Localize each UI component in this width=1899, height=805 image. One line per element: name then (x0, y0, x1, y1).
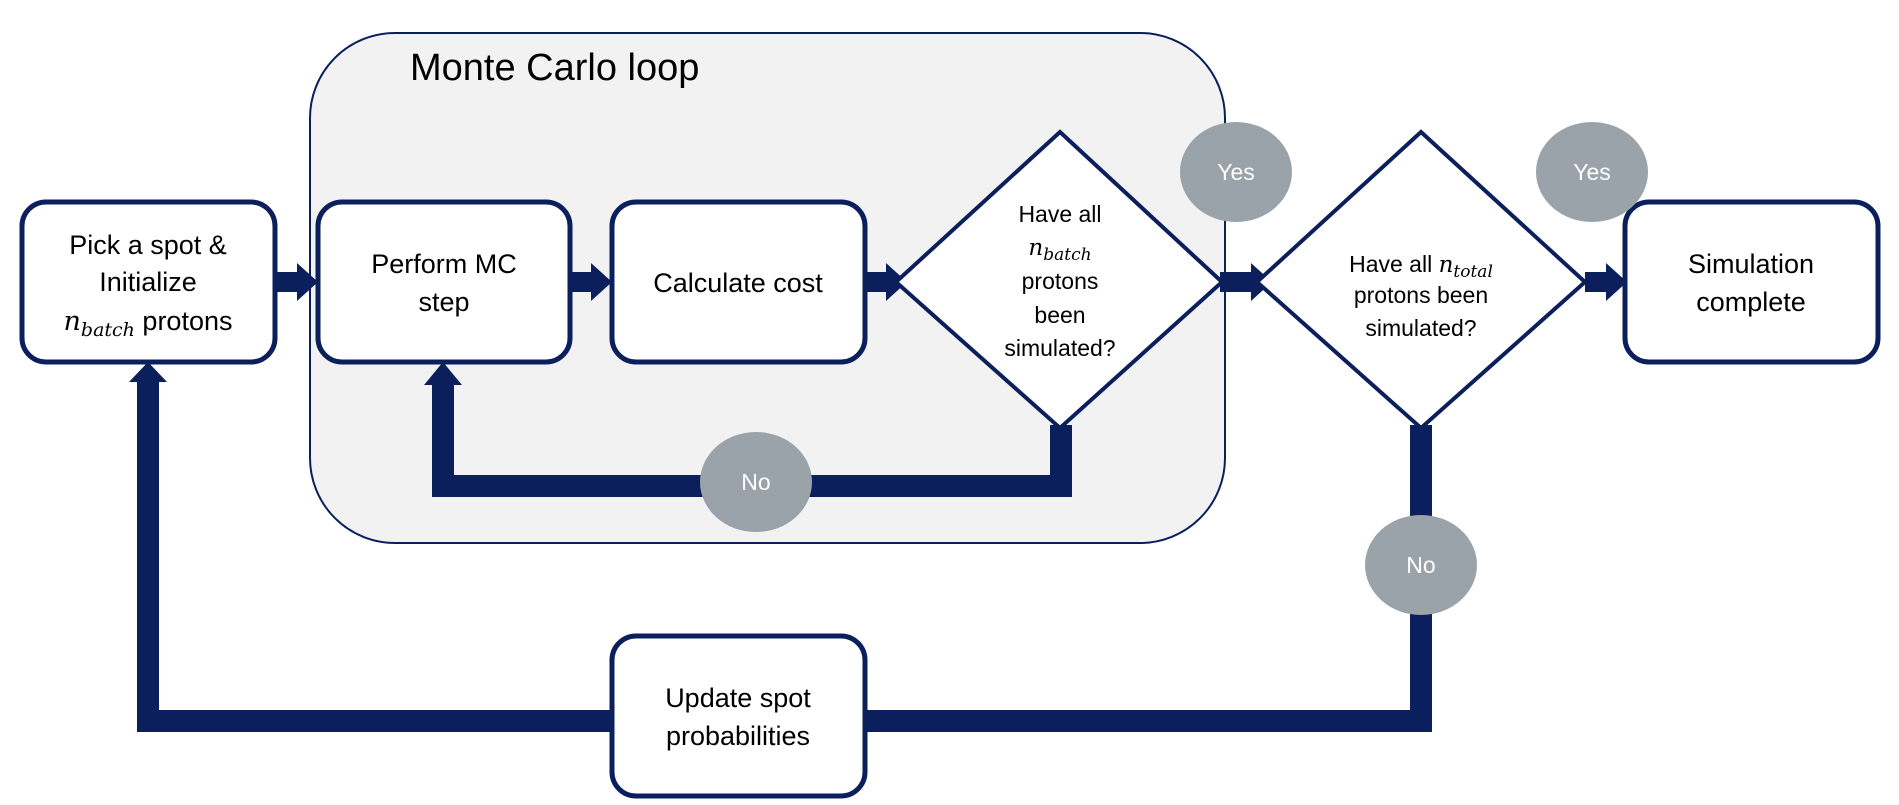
arrowhead-total-yes-to-complete (1606, 263, 1627, 301)
decision-batch-line5: simulated? (1004, 335, 1115, 361)
node-pick-spot: Pick a spot & Initialize nbatch protons (19, 199, 278, 365)
decision-total-line1-head: Have all (1349, 251, 1438, 277)
no-loop-total-up (137, 380, 159, 732)
arrowhead-pick-to-perform (297, 263, 318, 301)
loop-title: Monte Carlo loop (410, 47, 699, 89)
calculate-cost-line1: Calculate cost (653, 268, 823, 298)
decision-batch-line4: been (1034, 302, 1085, 328)
label-no-total-text: No (1406, 552, 1435, 578)
no-loop-batch-up (432, 382, 454, 497)
pick-spot-math-sub: batch (81, 319, 135, 341)
pick-spot-math-n: n (64, 306, 81, 337)
update-spot-line1: Update spot (665, 683, 811, 713)
decision-total-line1: Have all ntotal (1349, 251, 1493, 282)
arrow-calculate-to-decision-batch (864, 272, 889, 292)
label-yes-total: Yes (1536, 122, 1648, 222)
arrow-batch-yes-to-total (1220, 272, 1255, 292)
decision-batch-line1: Have all (1018, 201, 1101, 227)
pick-spot-line3: nbatch protons (64, 306, 233, 341)
arrow-perform-to-calculate (569, 272, 594, 292)
simulation-complete-line1: Simulation (1688, 249, 1814, 279)
label-yes-total-text: Yes (1573, 159, 1611, 185)
decision-batch-math-n: n (1028, 235, 1043, 261)
arrowhead-perform-to-calculate (591, 263, 612, 301)
label-no-total: No (1365, 515, 1477, 615)
pick-spot-line3-tail: protons (135, 306, 233, 336)
decision-batch-line2: nbatch (1028, 235, 1091, 265)
node-calculate-cost: Calculate cost (609, 199, 868, 365)
node-update-spot-probabilities: Update spot probabilities (609, 633, 868, 799)
pick-spot-line1: Pick a spot & (69, 230, 227, 260)
perform-mc-line2: step (418, 287, 469, 317)
decision-total-math-sub: total (1453, 262, 1492, 282)
node-decision-total: Have all ntotal protons been simulated? (1254, 129, 1588, 431)
decision-total-line3: simulated? (1365, 315, 1476, 341)
decision-batch-math-sub: batch (1043, 245, 1091, 265)
arrowhead-no-loop-batch (424, 362, 462, 385)
update-spot-line2: probabilities (666, 721, 810, 751)
node-simulation-complete: Simulation complete (1622, 199, 1881, 365)
label-no-batch-text: No (741, 469, 770, 495)
perform-mc-line1: Perform MC (371, 249, 517, 279)
arrow-pick-to-perform (275, 272, 300, 292)
arrow-total-yes-to-complete (1585, 272, 1610, 292)
label-yes-batch: Yes (1180, 122, 1292, 222)
simulation-complete-line2: complete (1696, 287, 1806, 317)
label-yes-batch-text: Yes (1217, 159, 1255, 185)
arrowhead-no-loop-total (129, 362, 167, 382)
decision-total-line2: protons been (1354, 282, 1488, 308)
decision-total-math-n: n (1439, 252, 1454, 278)
pick-spot-line2: Initialize (99, 267, 197, 297)
node-decision-batch: Have all nbatch protons been simulated? (893, 129, 1225, 431)
decision-batch-line3: protons (1022, 268, 1099, 294)
node-perform-mc-step: Perform MC step (315, 199, 573, 365)
label-no-batch: No (700, 432, 812, 532)
